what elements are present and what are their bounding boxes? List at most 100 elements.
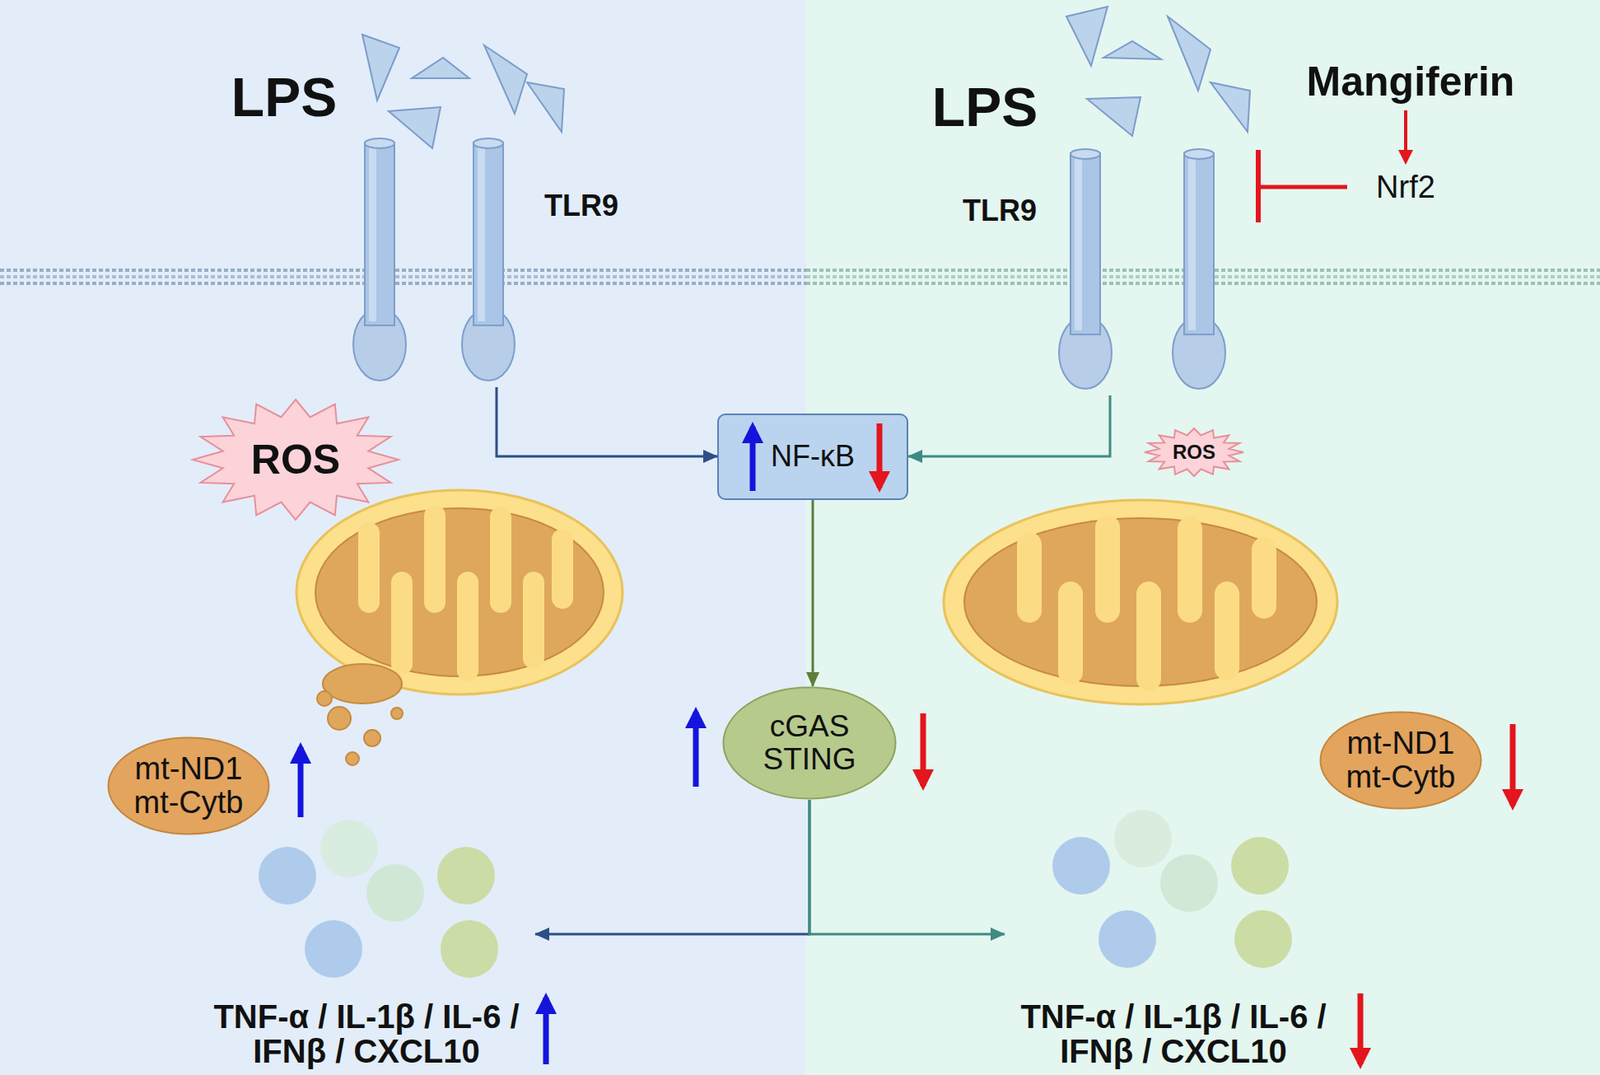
cytokine-particle [1160, 853, 1218, 912]
cytokine-particle [1052, 836, 1111, 895]
burst-outline [192, 399, 399, 520]
receptor-highlight [1188, 157, 1196, 331]
factor-label: Nrf2 [1376, 169, 1436, 206]
ros-burst: ROS [191, 397, 401, 522]
connector-arrow [535, 799, 810, 934]
receptor-top [364, 138, 395, 149]
membrane-row [0, 268, 807, 272]
node-label: mt-ND1 mt-Cytb [121, 751, 257, 820]
mitochondrion-crista [522, 571, 545, 669]
inhibition-bar [1255, 149, 1261, 223]
decrease-arrow [876, 423, 883, 488]
mitochondrion-crista [358, 522, 380, 613]
mitochondrion-leak [363, 729, 381, 747]
cytokine-particle [440, 919, 499, 978]
node-label: mt-ND1 mt-Cytb [1333, 726, 1470, 794]
lps-particle [411, 57, 470, 79]
cytokine-particle [437, 846, 495, 905]
ros-burst: ROS [1142, 426, 1246, 478]
mitochondrion-outer [296, 489, 623, 695]
node-label: TNF-α / IL-1β / IL-6 / IFNβ / CXCL10 [1004, 998, 1343, 1069]
mitochondrion-outer [943, 499, 1338, 705]
lps-particle [527, 82, 565, 132]
lps-particle [484, 45, 528, 114]
receptor-top [1070, 149, 1101, 159]
receptor-highlight [477, 146, 486, 322]
receptor-bar [364, 142, 395, 326]
mitochondrion-crista [391, 571, 413, 675]
ellipse-outline [723, 687, 896, 799]
membrane-row [0, 275, 807, 279]
receptor-bar [1070, 153, 1101, 335]
cytokine-particle [258, 846, 317, 905]
node-label: ROS [251, 437, 341, 482]
burst-outline [1144, 428, 1244, 476]
mitochondrion-crista [457, 571, 479, 682]
cytokine-particle [320, 819, 378, 877]
decrease-arrow [920, 713, 927, 786]
decrease-arrow [1357, 993, 1364, 1064]
left-panel [0, 0, 807, 1075]
connector-arrow [496, 387, 718, 457]
increase-arrow [750, 426, 756, 491]
node-label: NF-κB [770, 440, 855, 473]
cytokine-particle [304, 919, 363, 978]
mitochondrion-crista [424, 504, 446, 613]
lps-particle [1210, 82, 1251, 132]
connector-arrow [811, 499, 815, 686]
mitochondrion-leak [391, 707, 403, 719]
lps-particle [1167, 16, 1211, 91]
connector-arrow [908, 395, 1111, 457]
receptor-tlr9: TLR9 [345, 131, 519, 388]
node-label: cGAS STING [747, 709, 872, 776]
mitochondrion-crista [1136, 581, 1162, 691]
mitochondrion-crista [1177, 516, 1203, 623]
increase-arrow [298, 746, 304, 817]
receptor-tlr9: TLR9 [1058, 144, 1223, 396]
cytokine-particle [1114, 809, 1172, 868]
cytokine-cluster: TNF-α / IL-1β / IL-6 / IFNβ / CXCL10 [1004, 819, 1343, 1067]
increase-arrow [543, 997, 550, 1064]
mitochondrion-leak [317, 690, 332, 706]
receptor-highlight [1074, 157, 1083, 331]
membrane-row [0, 281, 807, 285]
mitochondrion-leak [345, 751, 360, 766]
compound-label: Mangiferin [1306, 57, 1516, 106]
ellipse-outline [108, 737, 270, 835]
activation-arrow [1404, 110, 1408, 162]
mitochondrion-crista [1016, 531, 1042, 623]
mitochondrion-crista [1214, 581, 1240, 681]
receptor-highlight [368, 146, 377, 322]
mitochondrion-leak [322, 663, 402, 704]
increase-arrow [693, 711, 700, 787]
cytokine-particle [1231, 836, 1289, 895]
mitochondrion-crista [1251, 536, 1277, 619]
cytokine-particle [1234, 909, 1293, 968]
cytokine-cluster: TNF-α / IL-1β / IL-6 / IFNβ / CXCL10 [197, 819, 536, 1067]
receptor-bar [1184, 153, 1214, 335]
lps-particle [1066, 6, 1108, 66]
receptor-bar [473, 142, 504, 326]
pathway-ellipse: cGAS STING [722, 685, 897, 800]
stimulus-label: LPS [231, 65, 337, 129]
ellipse-outline [1320, 712, 1482, 809]
connector-layer [496, 387, 1111, 934]
node-label: ROS [1172, 441, 1216, 463]
lps-particle [1103, 41, 1162, 60]
lps-particle [362, 34, 400, 101]
mitochondrion-crista [489, 506, 512, 613]
receptor-top [1184, 149, 1214, 159]
process-box: NF-κB [717, 413, 909, 500]
lps-particle [388, 107, 441, 149]
inhibition-line [1258, 185, 1348, 190]
gene-ellipse: mt-ND1 mt-Cytb [107, 736, 271, 835]
cytokine-particle [1098, 909, 1157, 968]
node-label: TLR9 [962, 195, 1037, 228]
lps-particle [1086, 97, 1141, 136]
node-label: TLR9 [544, 190, 619, 223]
gene-ellipse: mt-ND1 mt-Cytb [1319, 710, 1483, 810]
